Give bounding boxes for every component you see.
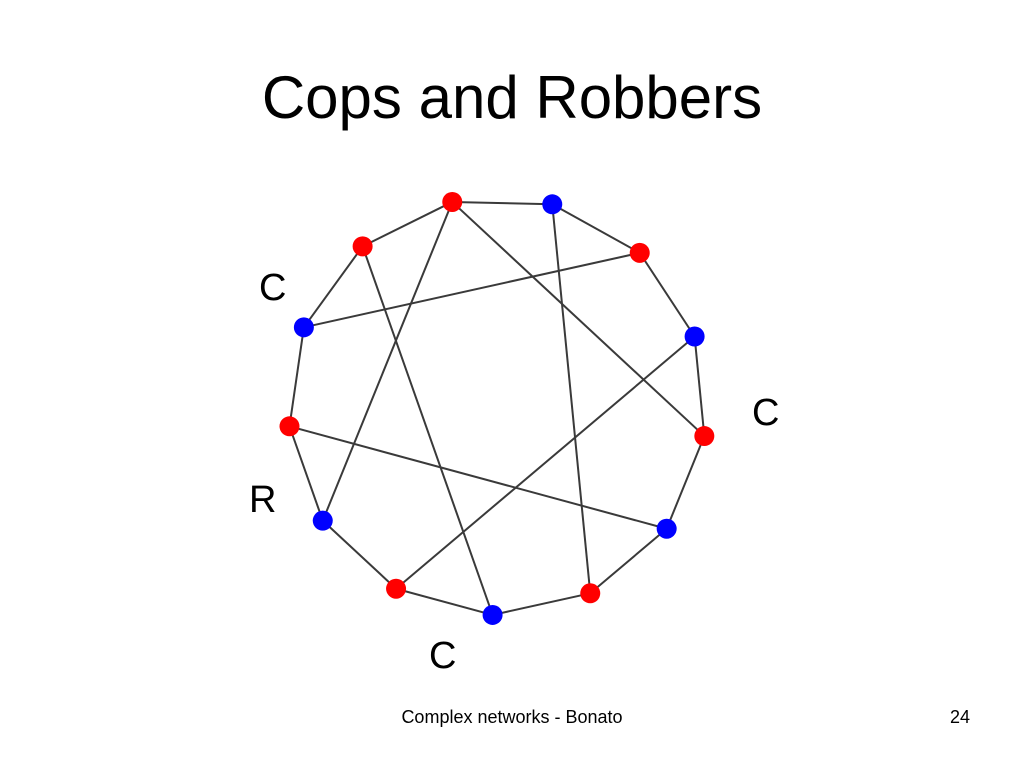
graph-edge xyxy=(361,246,494,616)
graph-edge xyxy=(551,204,592,594)
robber-label: R xyxy=(249,479,277,521)
graph-node-red xyxy=(352,236,373,257)
graph-edge xyxy=(693,336,706,437)
graph-edge xyxy=(288,425,324,521)
page-number: 24 xyxy=(949,707,970,727)
graph-edge xyxy=(451,201,706,437)
graph-edge xyxy=(665,435,706,530)
graph-node-blue xyxy=(656,518,677,539)
graph-node-blue xyxy=(293,317,314,338)
graph-edge xyxy=(452,200,553,206)
graph-node-red xyxy=(442,191,463,212)
graph-node-red xyxy=(386,578,407,599)
graph-nodes xyxy=(279,191,715,625)
graph-node-blue xyxy=(482,604,503,625)
graph-edge xyxy=(492,592,591,616)
graph-node-red xyxy=(580,583,601,604)
graph-edge xyxy=(288,327,305,427)
graph-edges xyxy=(288,200,706,616)
graph-edge xyxy=(395,587,493,616)
graph-edge xyxy=(589,527,668,595)
graph-edge xyxy=(395,335,696,590)
footer-text: Complex networks - Bonato xyxy=(401,707,623,727)
graph-node-blue xyxy=(684,326,705,347)
slide-title: Cops and Robbers xyxy=(261,64,763,131)
graph-edge xyxy=(638,252,696,338)
graph-edge xyxy=(551,203,641,254)
graph-node-blue xyxy=(542,194,563,215)
graph-edge xyxy=(303,245,364,328)
graph-node-red xyxy=(694,426,715,447)
graph-edge xyxy=(321,201,454,522)
graph-node-red xyxy=(629,242,650,263)
graph-edge xyxy=(289,425,667,530)
graph-node-red xyxy=(279,416,300,437)
cop-label-left: C xyxy=(259,267,287,309)
graph-edge xyxy=(303,251,640,329)
graph-node-blue xyxy=(312,510,333,531)
graph-edge xyxy=(362,201,453,248)
cop-label-bottom: C xyxy=(429,635,457,677)
cop-label-right: C xyxy=(752,392,780,434)
graph-edge xyxy=(322,519,397,590)
